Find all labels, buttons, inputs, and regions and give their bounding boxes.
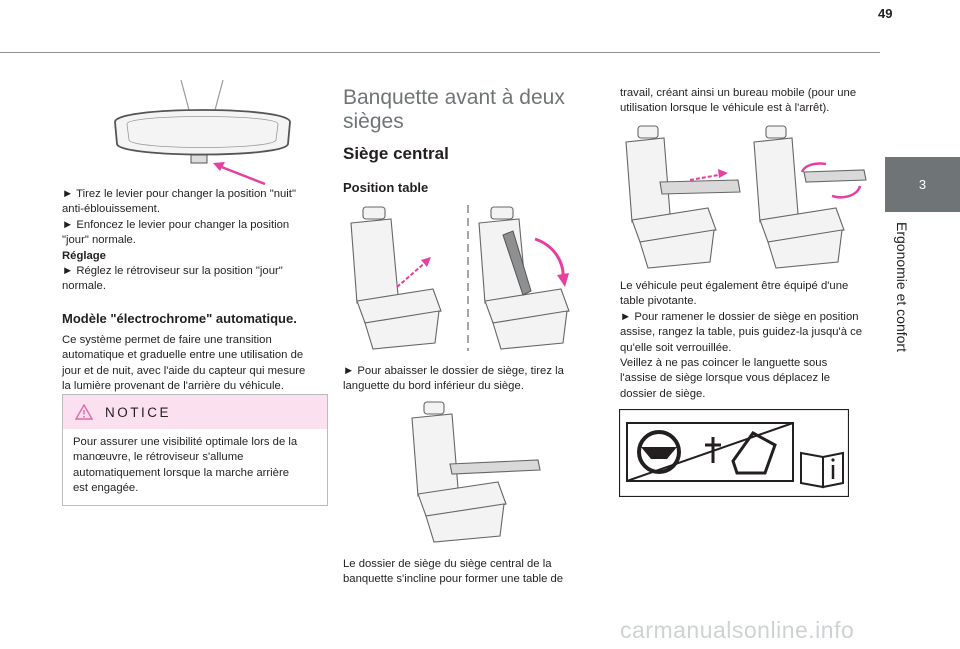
instruction-line: ► Tirez le levier pour changer la positi…: [62, 188, 296, 200]
instruction-line: ► Pour ramener le dossier de siège en po…: [620, 310, 859, 323]
paragraph-line: utilisation lorsque le véhicule est à l'…: [620, 102, 830, 115]
swivel-table-illustration: [625, 125, 867, 269]
section-heading: Siège central: [343, 144, 449, 163]
page-title-cont: sièges: [343, 110, 404, 133]
page-title: Banquette avant à deux: [343, 86, 565, 109]
notice-line: automatiquement lorsque la marche arrièr…: [73, 466, 290, 479]
mirror-illustration: [114, 79, 291, 186]
paragraph-line: la lumière provenant de l'arrière du véh…: [62, 380, 284, 393]
reglage-label: Réglage: [62, 249, 106, 262]
instruction-line: ► Enfoncez le levier pour changer la pos…: [62, 218, 290, 231]
paragraph-line: travail, créant ainsi un bureau mobile (…: [620, 87, 857, 99]
header-rule: [0, 52, 880, 53]
instruction-line: anti-éblouissement.: [62, 203, 160, 216]
instruction-line: ► Pour abaisser le dossier de siège, tir…: [343, 365, 564, 377]
notice-line: Pour assurer une visibilité optimale lor…: [73, 436, 298, 448]
paragraph-line: Le dossier de siège du siège central de …: [343, 558, 552, 570]
paragraph-line: table pivotante.: [620, 295, 697, 308]
page-number: 49: [878, 6, 893, 21]
warning-triangle-icon: [75, 404, 93, 420]
instruction-line: ► Réglez le rétroviseur sur la position …: [62, 265, 283, 278]
paragraph-line: jour et de nuit, avec l'aide du capteur …: [62, 364, 306, 377]
instruction-line: qu'elle soit verrouillée.: [620, 341, 732, 354]
chapter-tab[interactable]: 3: [885, 157, 960, 212]
section-heading: Modèle "électrochrome" automatique.: [62, 311, 297, 326]
paragraph-line: Le véhicule peut également être équipé d…: [620, 280, 849, 292]
paragraph-line: Veillez à ne pas coincer le languette so…: [620, 357, 828, 370]
notice-line: manœuvre, le rétroviseur s'allume: [73, 451, 244, 464]
instruction-line: assise, rangez la table, puis guidez-la …: [620, 326, 863, 339]
notice-header: NOTICE: [63, 395, 327, 429]
paragraph-line: dossier de siège.: [620, 387, 706, 400]
paragraph-line: l'assise de siège lorsque vous déplacez …: [620, 372, 831, 385]
paragraph-line: banquette s'incline pour former une tabl…: [343, 573, 564, 586]
instruction-line: "jour" normale.: [62, 234, 136, 247]
paragraph-line: automatique et graduelle entre une utili…: [62, 349, 304, 362]
info-book-icon: [800, 451, 844, 489]
seat-illustration: [350, 205, 570, 351]
airbag-warning-icon: [619, 409, 849, 497]
table-seat-illustration: [411, 401, 541, 543]
notice-line: est engagée.: [73, 482, 139, 495]
watermark: carmanualsonline.info: [620, 617, 855, 643]
instruction-line: normale.: [62, 280, 106, 293]
notice-title: NOTICE: [105, 404, 172, 420]
subsection-heading: Position table: [343, 180, 429, 195]
paragraph-line: Ce système permet de faire une transitio…: [62, 334, 272, 346]
instruction-line: languette du bord inférieur du siège.: [343, 380, 524, 393]
notice-box: NOTICE Pour assurer une visibilité optim…: [62, 394, 328, 506]
chapter-title: Ergonomie et confort: [894, 222, 910, 352]
